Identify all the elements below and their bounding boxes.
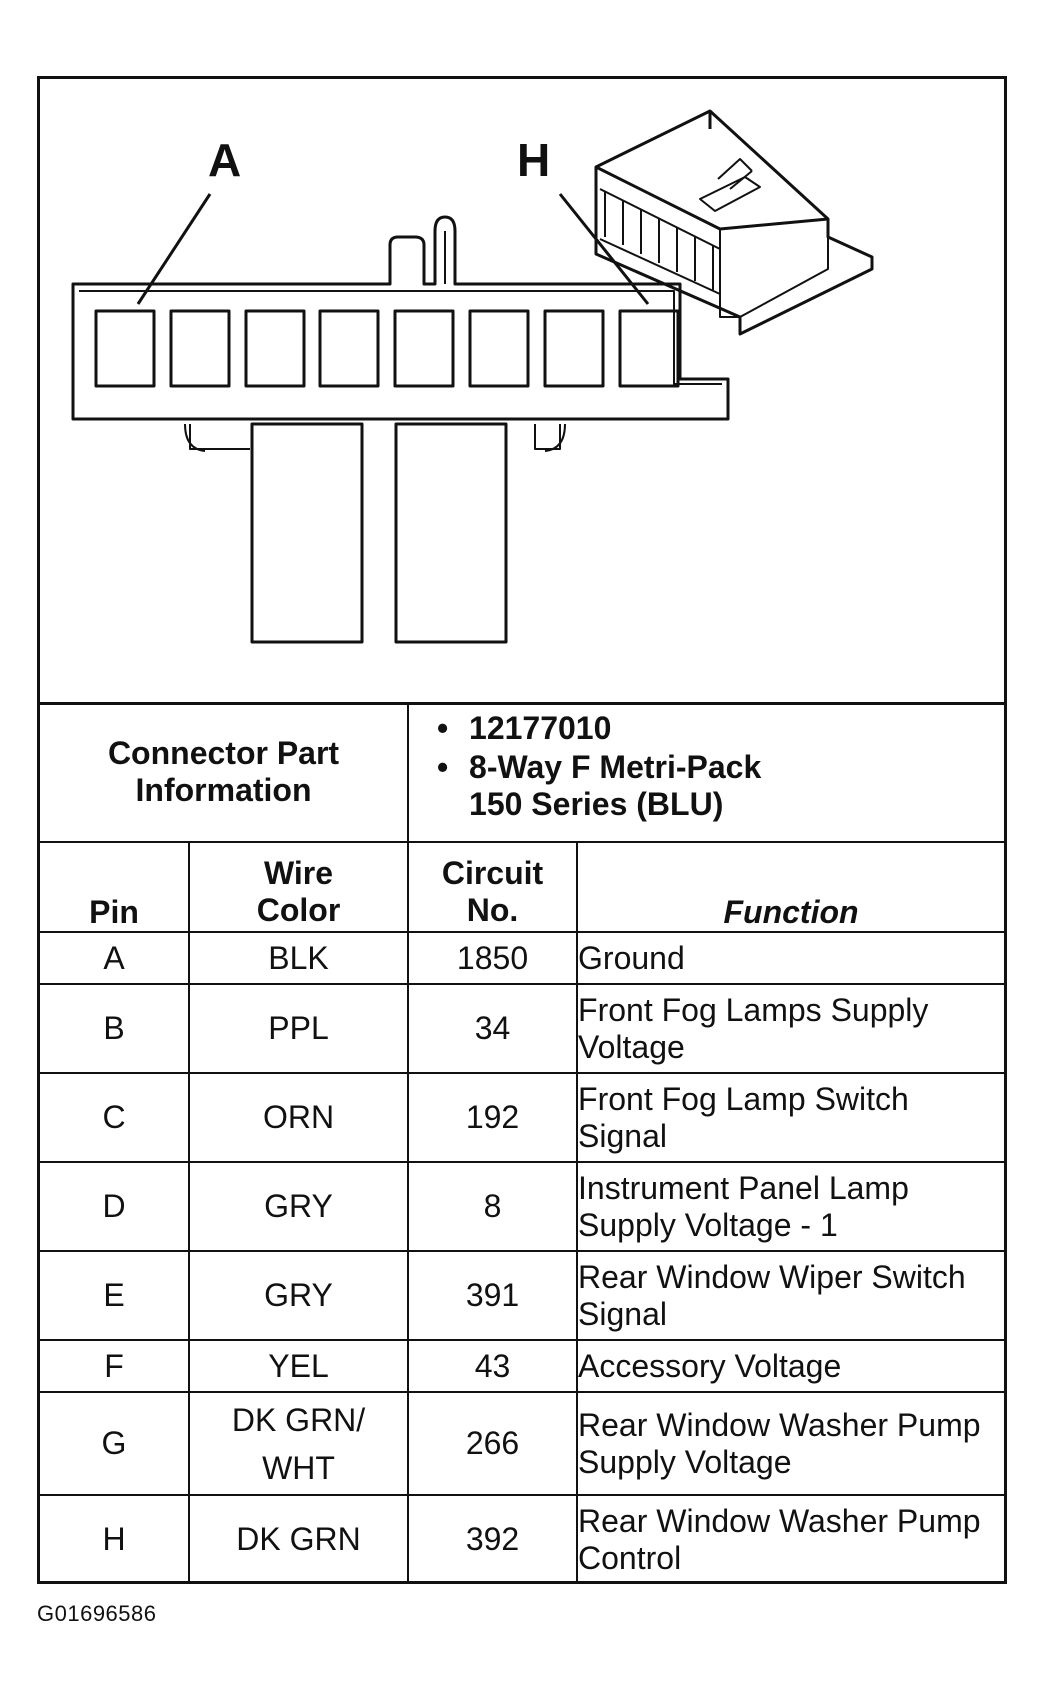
wire-color-cell: ORN: [187, 1072, 410, 1163]
circuit-cell: 1850: [407, 931, 579, 985]
harness-right: [394, 422, 508, 644]
harness-left: [250, 422, 364, 644]
part-number: 12177010: [437, 710, 1004, 747]
table-row: C ORN 192 Front Fog Lamp Switch Signal: [40, 1072, 1005, 1163]
connector-pinout-table: Connector Part Information 12177010 8-Wa…: [40, 702, 1005, 1583]
leader-a: [136, 193, 212, 305]
table-row: F YEL 43 Accessory Voltage: [40, 1339, 1005, 1393]
circuit-cell: 43: [407, 1339, 579, 1393]
pin-cell: A: [40, 931, 190, 985]
header-pin: Pin: [40, 841, 190, 933]
connector-part-label: Connector Part Information: [40, 702, 410, 843]
cavity-g: [543, 309, 605, 388]
table-header-row: Pin Wire Color Circuit No. Function: [40, 841, 1005, 933]
circuit-cell: 266: [407, 1391, 579, 1496]
table-row: H DK GRN 392 Rear Window Washer Pump Con…: [40, 1494, 1005, 1583]
connector-part-values: 12177010 8-Way F Metri-Pack 150 Series (…: [407, 702, 1005, 843]
part-description-line1: 8-Way F Metri-Pack: [469, 748, 762, 785]
function-cell: Rear Window Washer Pump Supply Voltage: [576, 1391, 1005, 1496]
wire-color-cell: PPL: [187, 983, 410, 1074]
function-cell: Instrument Panel Lamp Supply Voltage - 1: [576, 1161, 1005, 1252]
pin-label-a: A: [208, 134, 242, 186]
connector-drawing-area: A H: [40, 79, 1004, 705]
table-row: E GRY 391 Rear Window Wiper Switch Signa…: [40, 1250, 1005, 1341]
wire-color-cell: DK GRN/ WHT: [187, 1391, 410, 1496]
function-cell: Front Fog Lamps Supply Voltage: [576, 983, 1005, 1074]
diagram-frame: A H Connector Part Information 12177010 …: [37, 76, 1007, 1584]
leader-h: [558, 193, 650, 305]
header-circuit-no: Circuit No.: [407, 841, 579, 933]
wire-color-cell: GRY: [187, 1250, 410, 1341]
table-row: G DK GRN/ WHT 266 Rear Window Washer Pum…: [40, 1391, 1005, 1496]
wire-color-cell: GRY: [187, 1161, 410, 1252]
wire-color-cell: BLK: [187, 931, 410, 985]
function-cell: Ground: [576, 931, 1005, 985]
connector-face-drawing: [71, 109, 874, 644]
wire-color-cell: DK GRN: [187, 1494, 410, 1583]
cavity-d: [318, 309, 380, 388]
function-cell: Accessory Voltage: [576, 1339, 1005, 1393]
function-cell: Front Fog Lamp Switch Signal: [576, 1072, 1005, 1163]
circuit-cell: 34: [407, 983, 579, 1074]
table-row: A BLK 1850 Ground: [40, 931, 1005, 985]
pin-cell: E: [40, 1250, 190, 1341]
pin-cell: D: [40, 1161, 190, 1252]
cavity-f: [468, 309, 530, 388]
pin-cell: C: [40, 1072, 190, 1163]
part-description-line2: 150 Series (BLU): [469, 785, 724, 822]
cavity-b: [169, 309, 231, 388]
pin-label-h: H: [517, 134, 551, 186]
cavity-c: [244, 309, 306, 388]
circuit-cell: 391: [407, 1250, 579, 1341]
cavity-a: [94, 309, 156, 388]
cavity-h: [618, 309, 680, 388]
pin-cell: H: [40, 1494, 190, 1583]
cavity-e: [393, 309, 455, 388]
pin-cell: F: [40, 1339, 190, 1393]
header-wire-color: Wire Color: [187, 841, 410, 933]
part-description: 8-Way F Metri-Pack 150 Series (BLU): [437, 748, 1004, 823]
function-cell: Rear Window Washer Pump Control: [576, 1494, 1005, 1583]
connector-body-outline: [71, 215, 730, 421]
function-cell: Rear Window Wiper Switch Signal: [576, 1250, 1005, 1341]
table-row: B PPL 34 Front Fog Lamps Supply Voltage: [40, 983, 1005, 1074]
circuit-cell: 8: [407, 1161, 579, 1252]
connector-isometric-view: [594, 109, 874, 336]
figure-code: G01696586: [37, 1601, 157, 1626]
wire-color-cell: YEL: [187, 1339, 410, 1393]
connector-part-info-row: Connector Part Information 12177010 8-Wa…: [40, 702, 1005, 843]
pin-cell: G: [40, 1391, 190, 1496]
header-function: Function: [576, 841, 1005, 933]
pin-cell: B: [40, 983, 190, 1074]
table-row: D GRY 8 Instrument Panel Lamp Supply Vol…: [40, 1161, 1005, 1252]
circuit-cell: 192: [407, 1072, 579, 1163]
circuit-cell: 392: [407, 1494, 579, 1583]
